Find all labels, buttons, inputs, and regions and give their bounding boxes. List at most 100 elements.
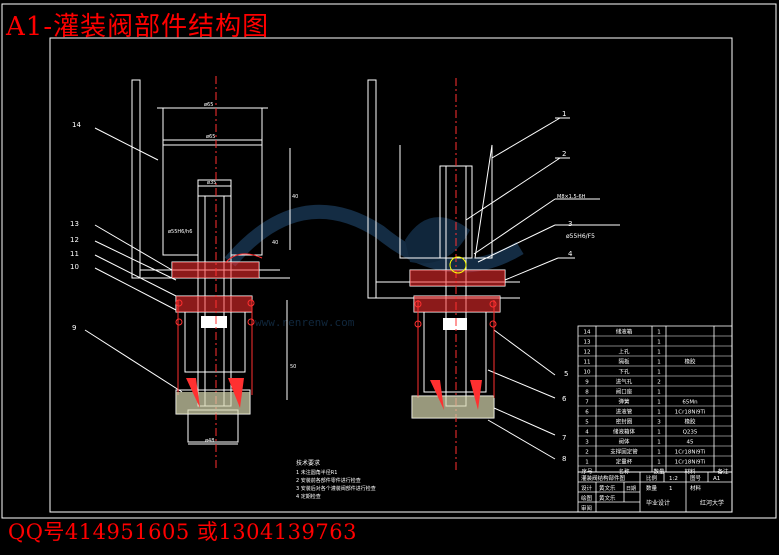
bom-header-2: 数量 [653,468,665,476]
bom-cell-r7-c0: 7 [585,400,589,406]
bom-cell-r7-c3: 65Mn [682,400,698,406]
bom-cell-r5-c0: 9 [585,380,589,386]
bom-cell-r10-c0: 4 [585,430,589,436]
school-name: 红河大学 [700,499,724,507]
callout-14: 14 [72,121,81,129]
scale-label: 比例 [646,474,658,482]
bom-cell-r10-c3: Q235 [683,430,698,436]
sheet-label: 图号 [690,474,702,482]
bom-cell-r13-c3: 1Cr18Ni9Ti [675,460,706,466]
title-block-text: 灌装阀结构部件图 比例 1:2 图号 A1 数量 1 材料 设计 黄文乐 日期 … [581,474,724,512]
bom-cell-r0-c1: 储液箱 [616,328,633,336]
bom-cell-r11-c2: 1 [657,440,661,446]
bom-cell-r9-c2: 3 [657,420,661,426]
draw-label: 绘图 [581,494,593,502]
callout-8: 8 [562,455,566,463]
drawing-title: 灌装阀结构部件图 [581,474,626,482]
bom-cell-r6-c2: 1 [657,390,661,396]
bom-cell-r5-c1: 进气孔 [616,378,633,386]
tech-note-2: 2 安装前各部件零件进行检查 [296,477,361,484]
bom-cell-r10-c2: 1 [657,430,661,436]
callout-12: 12 [70,236,79,244]
bom-cell-r12-c0: 2 [585,450,589,456]
tech-note-4: 4 定期检查 [296,493,321,500]
bom-cell-r3-c1: 隔板 [618,358,630,366]
qty-value: 1 [669,486,673,492]
dim-label-7: 50 [290,364,296,370]
dim-label-5: 40 [292,194,298,200]
dim-label-4: ø55H6/h6 [168,229,192,235]
bom-cell-r4-c1: 下孔 [618,368,630,376]
check-label: 审阅 [581,504,592,512]
bom-cell-r3-c3: 橡胶 [684,358,696,366]
bom-cell-r12-c3: 1Cr18Ni9Ti [675,450,706,456]
dim-label-2: ø65 [206,134,215,140]
inner-border [49,37,733,513]
qty-label: 数量 [646,484,658,492]
project-label: 毕业设计 [646,499,670,507]
page-title: A1-灌装阀部件结构图 [6,12,270,42]
bom-header-0: 序号 [581,468,593,476]
bom-cell-r7-c2: 1 [657,400,661,406]
watermark-logo: www.renrenw.com [224,204,524,329]
bom-cell-r5-c2: 2 [657,380,661,386]
callout-3: 3 [568,220,572,228]
bom-header-1: 名称 [618,468,630,476]
bom-row-lines [578,335,732,467]
dim-label-1: ø65 [204,102,213,108]
bom-cell-r12-c1: 支撑固定管 [610,448,638,456]
design-label: 设计 [581,484,593,492]
bom-cell-r8-c3: 1Cr18Ni9Ti [675,410,706,416]
drawer-name: 黄文乐 [599,494,616,502]
tech-note-1: 1 未注圆角半径R1 [296,469,337,476]
bom-cell-r4-c2: 1 [657,370,661,376]
bom-cell-r6-c1: 阀口座 [616,388,633,396]
bom-cell-r11-c3: 45 [687,440,694,446]
callout-7: 7 [562,434,566,442]
bom-cell-r11-c0: 3 [585,440,589,446]
bom-cell-r0-c2: 1 [657,330,661,336]
bom-cell-r2-c0: 12 [584,350,591,356]
scale-value: 1:2 [669,476,678,482]
bom-cell-r9-c0: 5 [585,420,589,426]
bom-cell-r8-c0: 6 [585,410,589,416]
bom-cell-r8-c1: 进液管 [616,408,633,416]
callout-4: 4 [568,250,573,258]
bom-cell-r2-c1: 上孔 [618,348,630,356]
bom-cell-r1-c2: 1 [657,340,661,346]
bom-cell-r9-c3: 橡胶 [684,418,696,426]
bom-cell-r2-c2: 1 [657,350,661,356]
bom-cell-r11-c1: 阀体 [618,438,630,446]
left-view-details [172,76,263,470]
bom-cell-r13-c1: 定量杯 [616,458,633,466]
bom-cell-r10-c1: 储液箱体 [613,428,636,436]
bom-cell-r3-c0: 11 [584,360,591,366]
callout-13: 13 [70,220,79,228]
bom-cell-r0-c0: 14 [584,330,591,336]
callout-10: 10 [70,263,79,271]
left-callouts: 14 13 12 11 10 9 ø65 ø65 ø35 ø55H6/h6 40… [70,102,298,444]
bom-cell-r6-c0: 8 [585,390,589,396]
callout-11: 11 [70,250,79,258]
bom-cell-r1-c0: 13 [584,340,591,346]
right-callouts: 1 2 3 4 5 6 7 8 M8×1.5-6H ø55H6/F5 [557,110,595,463]
designer-name: 黄文乐 [599,484,616,492]
bom-cell-r3-c2: 1 [657,360,661,366]
bom-header-3: 材料 [684,468,696,476]
bom-cell-r13-c0: 1 [585,460,589,466]
bill-of-materials [577,325,733,473]
tech-note-3: 3 安装后对各个灌装阀部件进行检查 [296,485,376,492]
material-label: 材料 [690,484,702,492]
callout-5: 5 [564,370,568,378]
dim-label-6: 40 [272,240,278,246]
dim-label-fit: ø55H6/F5 [566,233,595,240]
date-label: 日期 [626,486,636,492]
dim-label-8: ø48 [205,438,214,444]
bom-cell-r13-c2: 1 [657,460,661,466]
bom-cell-r9-c1: 密封圈 [616,418,633,426]
contact-footer: QQ号414951605 或1304139763 [8,520,357,544]
callout-2: 2 [562,150,566,158]
dim-label-3: ø35 [207,180,216,186]
